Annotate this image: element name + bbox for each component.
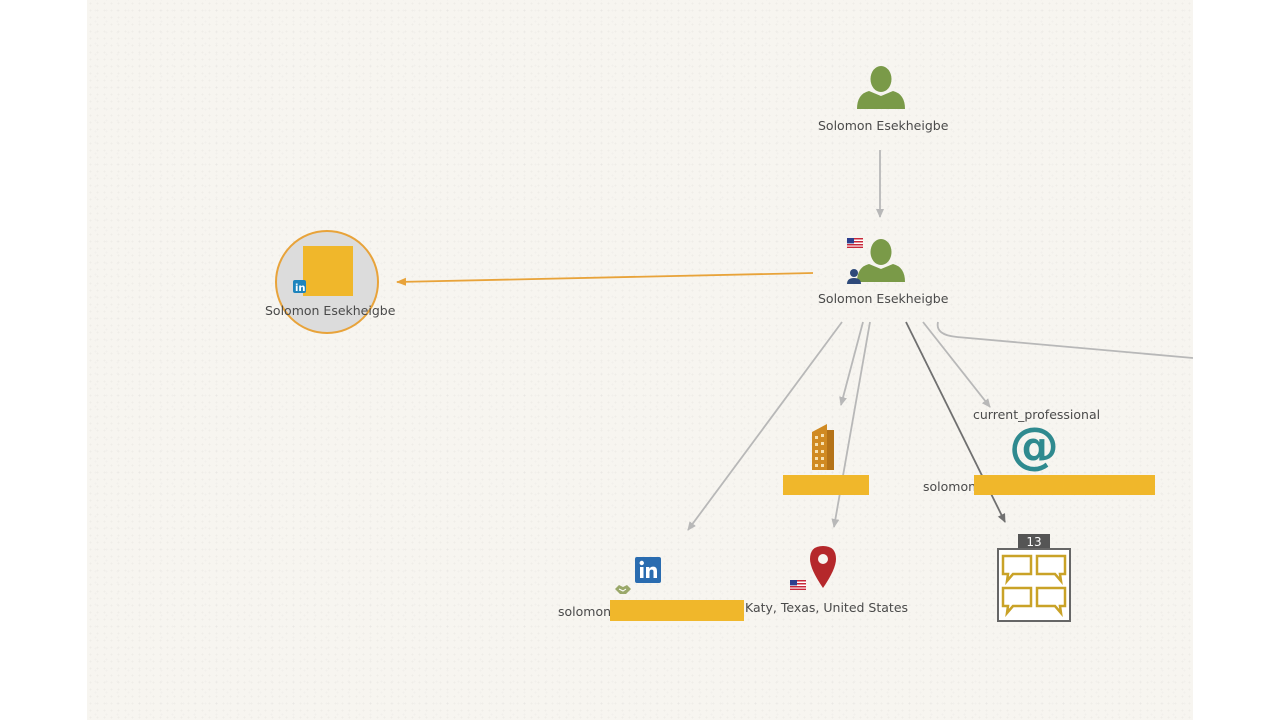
us-flag-icon bbox=[847, 238, 863, 248]
handshake-icon bbox=[615, 585, 631, 594]
linkedin-account-node[interactable] bbox=[635, 557, 661, 583]
graph-canvas[interactable]: Solomon Esekheigbe Solomon Esekheigbe in… bbox=[87, 0, 1193, 720]
linkedin-account-redaction bbox=[610, 600, 744, 621]
building-icon bbox=[812, 424, 834, 470]
edge-main-offscreen[interactable] bbox=[936, 321, 1193, 359]
edge-main-to-email[interactable] bbox=[922, 321, 991, 408]
messages-count-badge: 13 bbox=[1018, 534, 1050, 550]
person-icon bbox=[857, 66, 905, 109]
us-flag-icon bbox=[790, 580, 806, 590]
email-value-prefix: solomon bbox=[923, 479, 977, 494]
svg-text:in: in bbox=[295, 283, 306, 293]
email-node[interactable]: @ bbox=[1009, 420, 1061, 472]
email-value-redaction bbox=[974, 475, 1155, 495]
at-sign-icon: @ bbox=[1009, 417, 1059, 475]
edge-main-to-organization[interactable] bbox=[839, 321, 864, 406]
email-category-label: current_professional bbox=[973, 407, 1101, 422]
organization-node[interactable] bbox=[809, 422, 837, 472]
edge-main-to-linkedin-account[interactable] bbox=[687, 321, 843, 531]
person-icon bbox=[857, 239, 905, 282]
profile-photo-redaction bbox=[303, 246, 353, 296]
organization-name-redaction bbox=[783, 475, 869, 495]
graph-edges bbox=[396, 150, 1193, 531]
messages-node[interactable] bbox=[997, 548, 1071, 622]
main-person-label: Solomon Esekheigbe bbox=[818, 291, 949, 306]
edge-main-to-location[interactable] bbox=[831, 321, 871, 528]
map-pin-icon bbox=[810, 546, 836, 588]
chat-bubbles-icon bbox=[997, 548, 1071, 622]
root-person-label: Solomon Esekheigbe bbox=[818, 118, 949, 133]
edge-main-to-linkedin-profile[interactable] bbox=[396, 272, 814, 286]
linkedin-icon: in bbox=[293, 280, 306, 293]
linkedin-icon bbox=[635, 557, 661, 583]
location-node[interactable] bbox=[809, 545, 837, 589]
root-person-node[interactable] bbox=[853, 64, 909, 110]
linkedin-account-prefix: solomon bbox=[558, 604, 612, 619]
main-person-node[interactable] bbox=[853, 237, 909, 283]
linkedin-profile-label: Solomon Esekheigbe bbox=[265, 303, 396, 318]
location-label: Katy, Texas, United States bbox=[745, 600, 909, 615]
small-person-icon bbox=[847, 269, 861, 284]
